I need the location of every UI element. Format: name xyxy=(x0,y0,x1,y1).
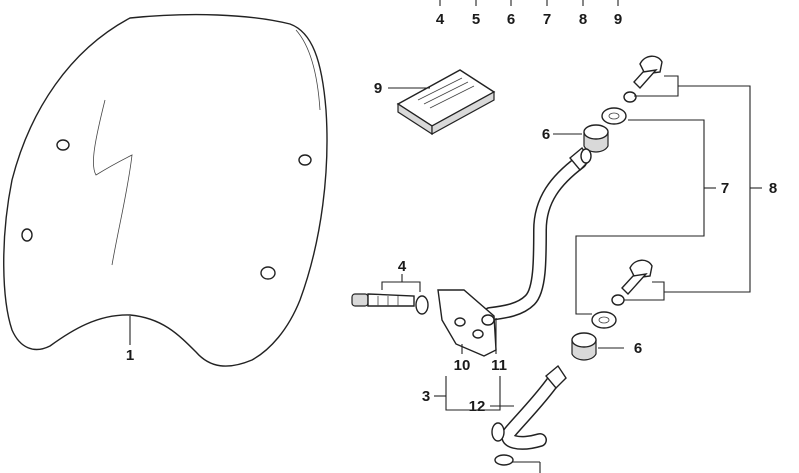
header-number-8: 8 xyxy=(579,11,587,28)
header-number-6: 6 xyxy=(507,11,515,28)
header-index: 4 5 6 7 8 9 xyxy=(436,0,622,28)
callout-screw-washer-set: 4 xyxy=(398,258,407,275)
callout-support-rod-lower: 12 xyxy=(469,398,486,415)
windscreen: 1 xyxy=(3,13,328,367)
callout-bracket-set-outer: 8 xyxy=(769,180,777,197)
header-number-4: 4 xyxy=(436,11,445,28)
header-number-9: 9 xyxy=(614,11,622,28)
header-number-7: 7 xyxy=(543,11,551,28)
instruction-booklet: 9 xyxy=(374,69,496,136)
screw-washer-set: 4 xyxy=(351,258,429,315)
upper-bolt-assembly xyxy=(583,55,663,153)
support-rod-upper xyxy=(483,146,592,321)
lower-bolt-assembly xyxy=(571,259,653,361)
holder-bracket xyxy=(437,289,497,357)
support-rod-lower: 12 xyxy=(469,364,567,473)
callout-instruction-booklet: 9 xyxy=(374,80,382,97)
callout-windscreen: 1 xyxy=(126,347,134,364)
header-number-5: 5 xyxy=(472,11,480,28)
callout-bracket-set-inner: 7 xyxy=(721,180,729,197)
callout-assembly-set: 3 xyxy=(422,388,430,405)
callout-holder-bracket: 10 xyxy=(454,357,471,374)
callout-support-rod-upper: 11 xyxy=(491,357,507,374)
callout-rubber-buffer-upper: 6 xyxy=(542,126,550,143)
callout-rubber-buffer-lower: 6 xyxy=(634,340,642,357)
